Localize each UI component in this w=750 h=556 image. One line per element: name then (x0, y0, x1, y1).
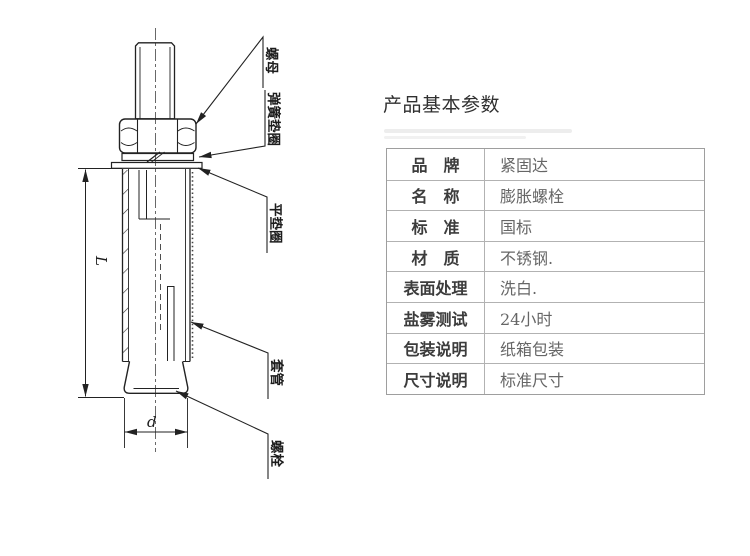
spec-label: 盐雾测试 (387, 301, 484, 333)
spec-label: 表面处理 (387, 271, 484, 302)
spec-value: 标准尺寸 (484, 363, 704, 394)
spec-value: 国标 (484, 210, 704, 241)
dimension-diameter-label: d (147, 413, 157, 431)
expansion-cone (122, 361, 190, 394)
spec-label: 材 质 (387, 240, 484, 272)
spec-value: 纸箱包装 (484, 332, 704, 364)
spec-label: 名 称 (387, 179, 484, 211)
part-label-spring-washer: 弹簧垫圈 (266, 92, 282, 146)
spec-label: 尺寸说明 (387, 363, 484, 394)
watermark (384, 129, 572, 139)
leader-nut (195, 35, 264, 125)
spec-value: 洗白. (484, 271, 704, 302)
flat-washer (110, 161, 203, 169)
spec-label: 标 准 (387, 210, 484, 241)
spec-label: 包装说明 (387, 332, 484, 364)
hex-nut (118, 118, 197, 154)
part-label-flat-washer: 平垫圈 (268, 203, 284, 244)
spec-value: 不锈钢. (484, 240, 704, 272)
spec-label: 品 牌 (411, 158, 460, 176)
spec-table: 品 牌 紧固达 名 称 膨胀螺栓 标 准 国标 材 质 不锈钢. 表面处理 洗白… (386, 148, 705, 395)
dimension-diameter (124, 398, 188, 448)
spec-value: 24小时 (484, 301, 704, 333)
leader-sleeve (190, 321, 269, 399)
section-title: 产品基本参数 (383, 95, 501, 116)
bolt-diagram: L d 螺母 弹簧垫圈 平垫圈 套管 螺栓 (78, 28, 285, 479)
leader-flat-washer (197, 167, 268, 253)
spec-value: 紧固达 (484, 149, 704, 180)
leader-spring-washer (198, 90, 266, 159)
leader-bolt (175, 390, 269, 479)
spec-value: 膨胀螺栓 (484, 179, 704, 211)
part-label-nut: 螺母 (264, 47, 280, 74)
expansion-sleeve (121, 169, 194, 362)
threaded-stud (134, 42, 176, 120)
dimension-length (78, 168, 124, 398)
dimension-length-label: L (92, 255, 110, 266)
part-label-sleeve: 套管 (269, 359, 285, 386)
part-label-bolt: 螺栓 (269, 440, 285, 467)
spring-washer (121, 151, 195, 163)
